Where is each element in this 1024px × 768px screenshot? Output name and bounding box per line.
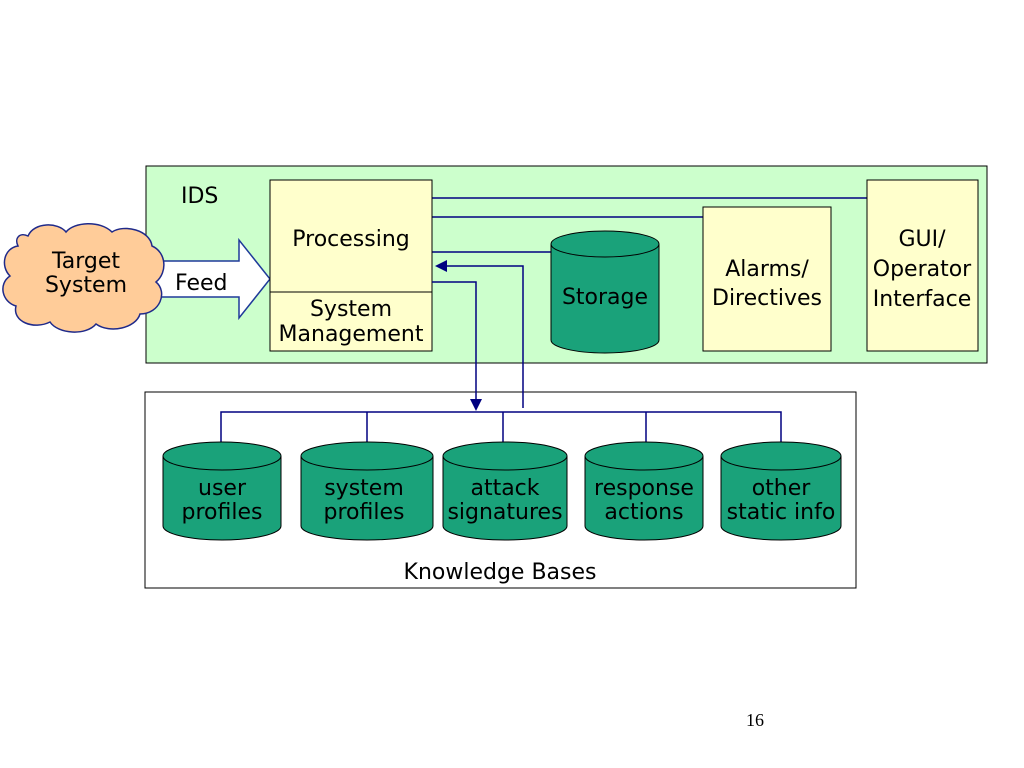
ids-label: IDS [181,184,218,209]
kb-system-profiles-label-1: system [324,476,404,501]
processing-connectors [432,197,867,253]
storage-label: Storage [562,285,648,310]
kb-system-profiles-label-2: profiles [324,500,405,525]
kb-cylinder-other-static-info [720,441,842,541]
gui-label-1: GUI/ [898,227,946,252]
system-management-label-1: System [310,297,392,322]
kb-cylinder-attack-signatures [442,441,568,541]
storage-cylinder [550,230,660,354]
kb-user-profiles-label-2: profiles [182,500,263,525]
gui-operator-box [866,179,979,352]
system-management-box [269,291,433,352]
gui-label-3: Interface [873,287,972,312]
kb-cylinder-user-profiles [162,441,282,541]
kb-other-static-info-label-1: other [752,476,812,501]
kb-connectors [220,260,782,442]
page-number: 16 [746,710,764,730]
feed-label: Feed [175,271,228,296]
kb-attack-signatures-label-1: attack [470,476,539,501]
alarms-label-1: Alarms/ [725,257,809,282]
knowledge-bases-label: Knowledge Bases [404,560,597,585]
alarms-directives-box [702,206,832,352]
kb-attack-signatures-label-2: signatures [447,500,562,525]
system-management-label-2: Management [279,322,424,347]
kb-cylinder-system-profiles [300,441,434,541]
kb-user-profiles-label-1: user [198,476,247,501]
feed-arrow [149,237,271,321]
kb-response-actions-label-2: actions [604,500,683,525]
target-system-label-2: System [45,273,127,298]
gui-label-2: Operator [873,257,972,282]
target-system-cloud [2,223,165,333]
target-system-label-1: Target [51,249,120,274]
kb-cylinder-response-actions [584,441,704,541]
kb-response-actions-label-1: response [594,476,694,501]
processing-label: Processing [292,227,409,252]
alarms-label-2: Directives [712,286,822,311]
kb-other-static-info-label-2: static info [727,500,836,525]
processing-box [269,179,433,293]
